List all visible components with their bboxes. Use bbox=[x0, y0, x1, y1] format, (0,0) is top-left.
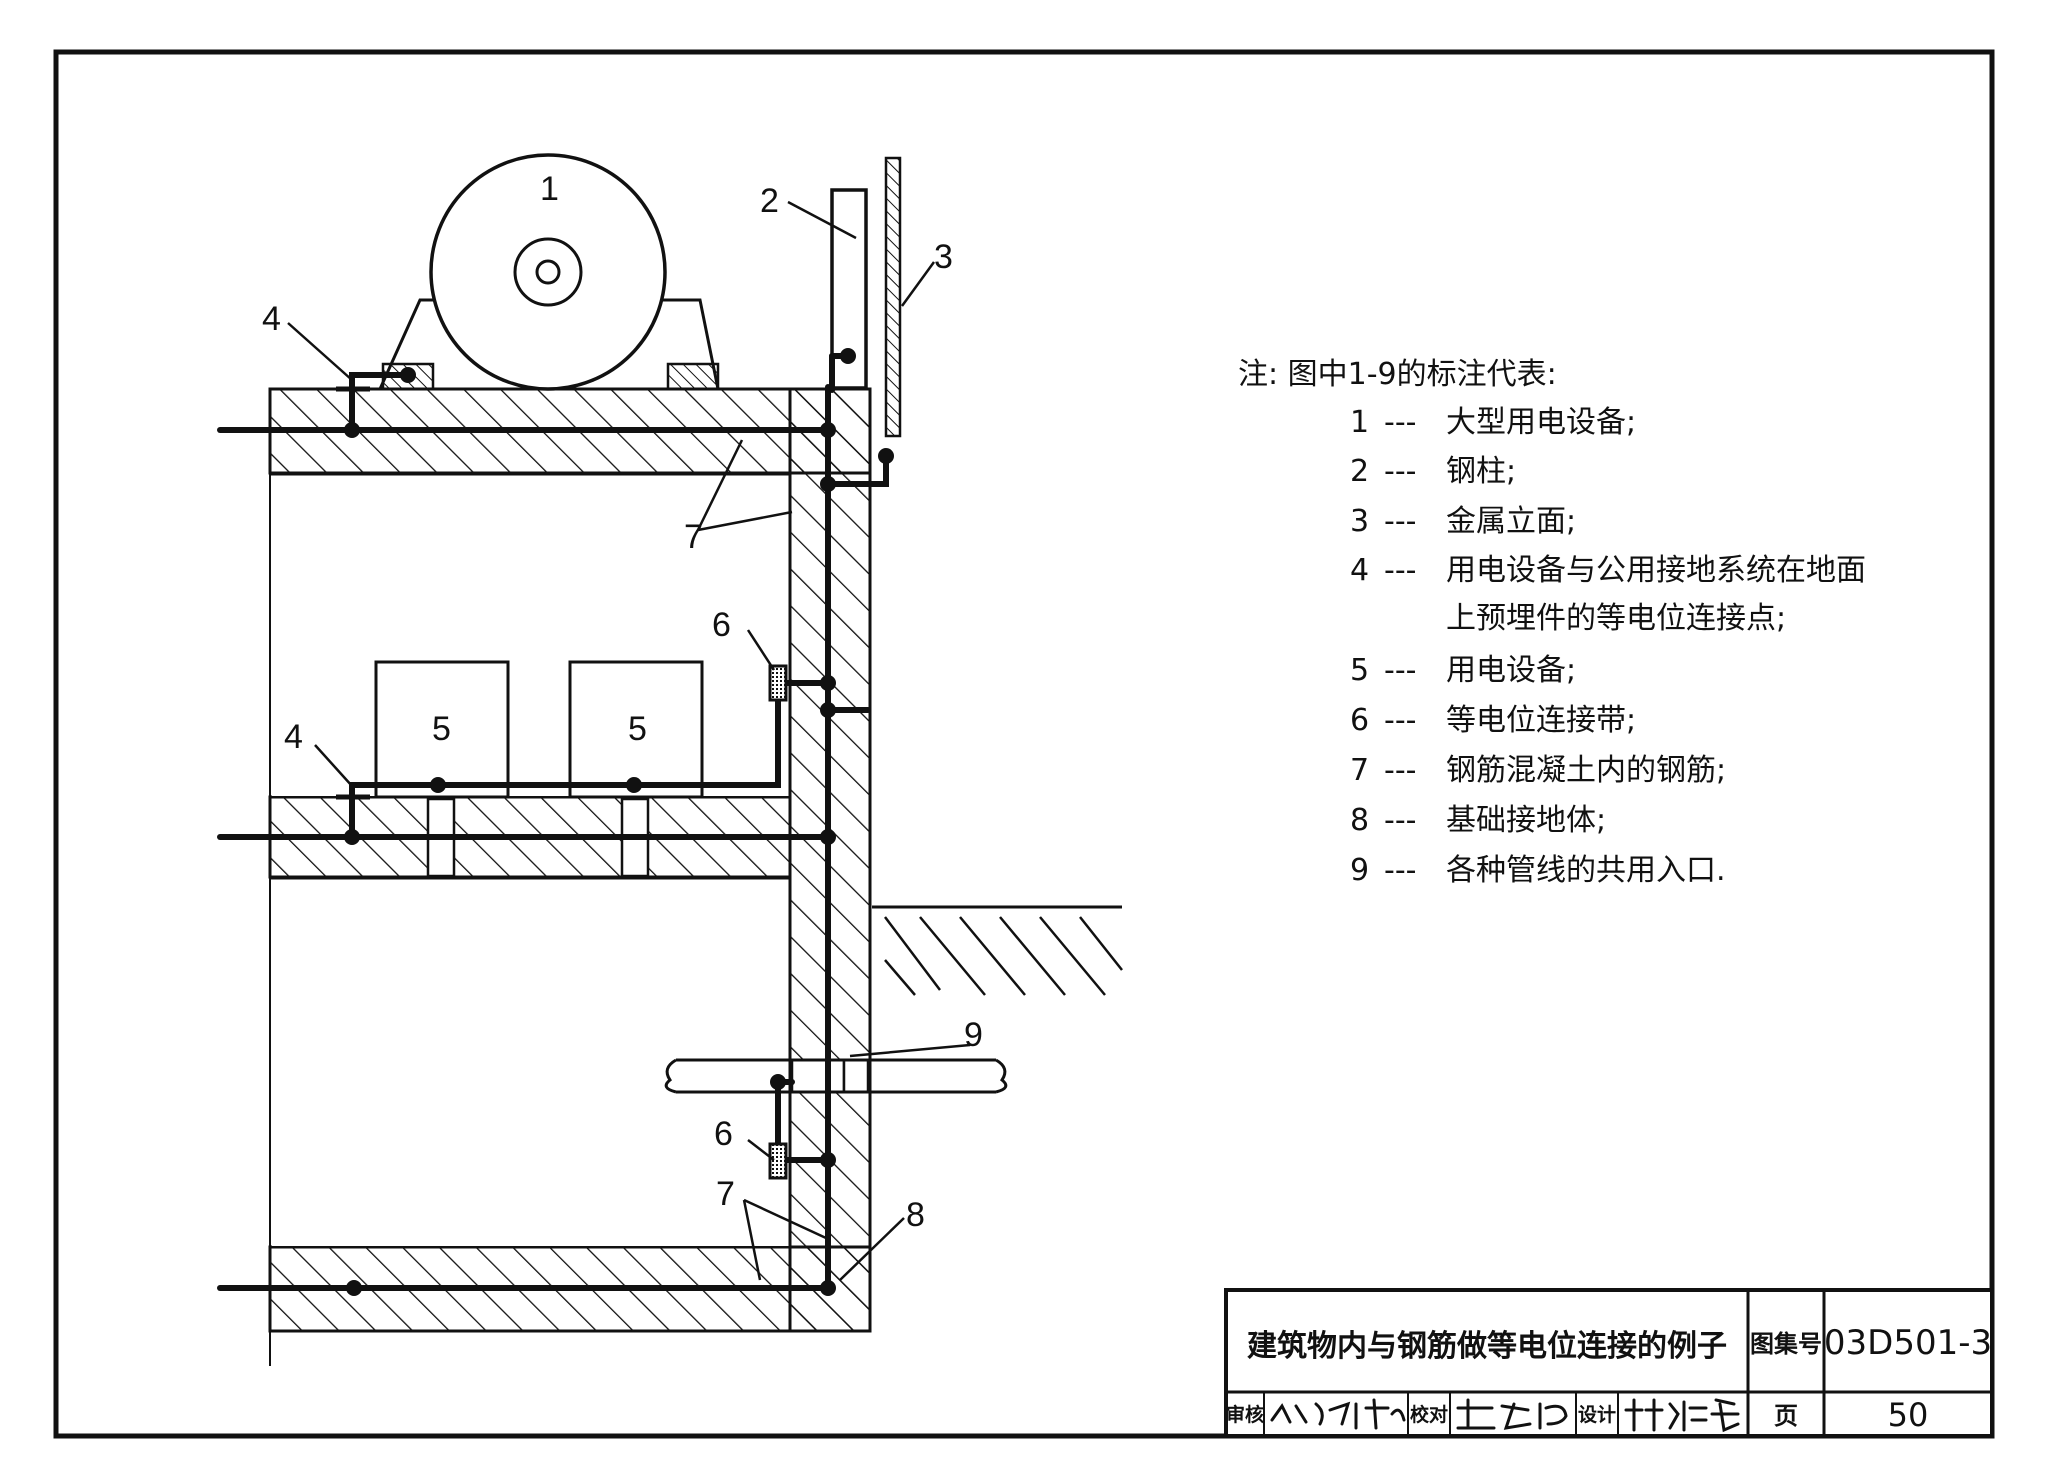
note-2-text: 钢柱; bbox=[1446, 454, 1516, 489]
legend-notes: 注: 图中1-9的标注代表: 1 --- 大型用电设备; 2 --- 钢柱; 3… bbox=[1238, 357, 1866, 888]
callout-5-right: 5 bbox=[628, 710, 647, 748]
checker-signature bbox=[1456, 1398, 1568, 1430]
note-6-sep: --- bbox=[1384, 703, 1416, 738]
note-8-num: 8 bbox=[1350, 803, 1369, 838]
note-4-text: 用电设备与公用接地系统在地面 bbox=[1446, 553, 1866, 588]
ground-surface bbox=[872, 905, 1123, 996]
note-1-text: 大型用电设备; bbox=[1446, 405, 1636, 440]
notes-title: 注: 图中1-9的标注代表: bbox=[1238, 357, 1557, 392]
note-5-text: 用电设备; bbox=[1446, 653, 1576, 688]
electrical-equipment-left bbox=[374, 660, 510, 799]
leader-lines bbox=[287, 200, 971, 1281]
review-label: 审核 bbox=[1226, 1403, 1264, 1426]
callout-3: 3 bbox=[934, 238, 953, 276]
note-4-text-cont: 上预埋件的等电位连接点; bbox=[1446, 601, 1786, 636]
note-6-text: 等电位连接带; bbox=[1446, 703, 1636, 738]
note-7-num: 7 bbox=[1350, 753, 1369, 788]
drawing-title: 建筑物内与钢筋做等电位连接的例子 bbox=[1247, 1329, 1727, 1364]
design-label: 设计 bbox=[1578, 1404, 1616, 1426]
note-4-sep: --- bbox=[1384, 553, 1416, 588]
electrical-equipment-right bbox=[568, 660, 704, 799]
note-9-sep: --- bbox=[1384, 853, 1416, 888]
page-number: 50 bbox=[1888, 1396, 1929, 1434]
reviewer-signature bbox=[1270, 1398, 1406, 1430]
callout-1: 1 bbox=[540, 170, 559, 208]
designer-signature bbox=[1624, 1398, 1740, 1433]
note-1-num: 1 bbox=[1350, 405, 1369, 440]
note-4-num: 4 bbox=[1350, 553, 1369, 588]
title-block: 建筑物内与钢筋做等电位连接的例子 图集号 03D501-3 页 50 审核 校对… bbox=[1224, 1288, 1994, 1438]
note-3-num: 3 bbox=[1350, 504, 1369, 539]
note-3-text: 金属立面; bbox=[1446, 504, 1576, 539]
callout-2: 2 bbox=[760, 182, 779, 220]
callout-8: 8 bbox=[906, 1196, 925, 1234]
bonding-bar-lower bbox=[768, 1142, 788, 1180]
note-1-sep: --- bbox=[1384, 405, 1416, 440]
note-9-text: 各种管线的共用入口. bbox=[1446, 853, 1726, 888]
callout-4-middle: 4 bbox=[284, 718, 303, 756]
callout-9: 9 bbox=[964, 1016, 983, 1054]
note-7-sep: --- bbox=[1384, 753, 1416, 788]
note-5-sep: --- bbox=[1384, 653, 1416, 688]
note-8-sep: --- bbox=[1384, 803, 1416, 838]
callout-5-left: 5 bbox=[432, 710, 451, 748]
note-2-sep: --- bbox=[1384, 454, 1416, 489]
drawing-frame bbox=[53, 49, 1995, 1439]
note-9-num: 9 bbox=[1350, 853, 1369, 888]
note-2-num: 2 bbox=[1350, 454, 1369, 489]
bonding-bar-upper bbox=[768, 664, 788, 702]
note-6-num: 6 bbox=[1350, 703, 1369, 738]
callout-6-lower: 6 bbox=[714, 1115, 733, 1153]
check-label: 校对 bbox=[1410, 1403, 1448, 1426]
callout-6-upper: 6 bbox=[712, 606, 731, 644]
page-label: 页 bbox=[1774, 1402, 1798, 1430]
note-5-num: 5 bbox=[1350, 653, 1369, 688]
note-3-sep: --- bbox=[1384, 504, 1416, 539]
callout-4-top: 4 bbox=[262, 300, 281, 338]
common-pipe-entry bbox=[664, 1058, 1008, 1094]
note-8-text: 基础接地体; bbox=[1446, 803, 1606, 838]
note-7-text: 钢筋混凝土内的钢筋; bbox=[1446, 753, 1726, 788]
metal-facade bbox=[884, 156, 902, 438]
callout-7-lower: 7 bbox=[716, 1175, 735, 1213]
atlas-number-label: 图集号 bbox=[1750, 1330, 1822, 1358]
atlas-number: 03D501-3 bbox=[1824, 1323, 1992, 1363]
callout-7-upper: 7 bbox=[684, 518, 703, 556]
building-structure bbox=[268, 387, 872, 1366]
large-electrical-equipment bbox=[377, 153, 720, 391]
connection-points bbox=[344, 348, 894, 1296]
